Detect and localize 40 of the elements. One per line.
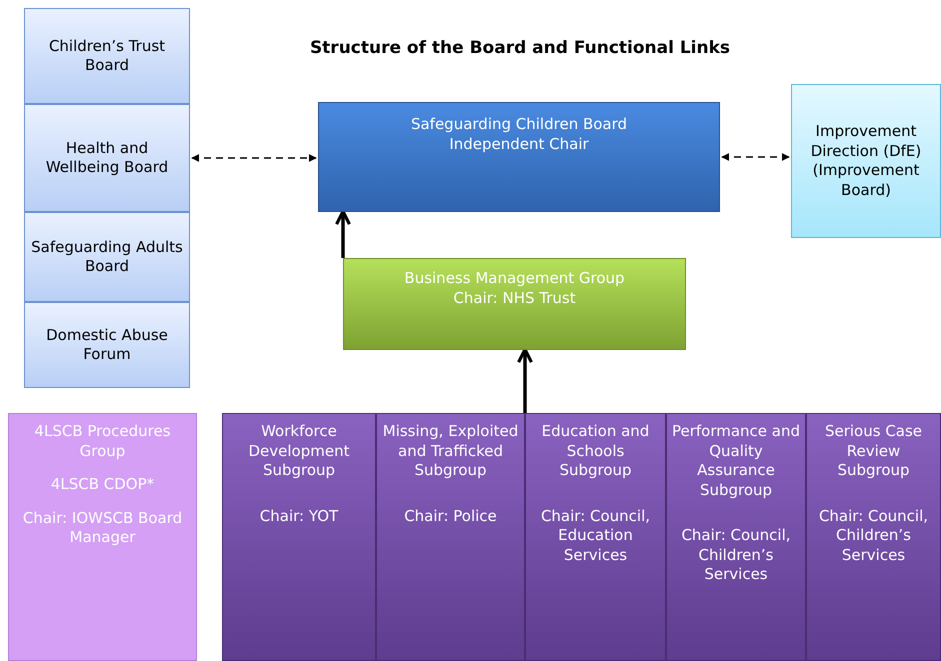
board-box (24, 8, 190, 104)
node-text: 4LSCB CDOP* (50, 475, 154, 494)
subgroup-box (666, 413, 806, 661)
node-text: Chair: Police (404, 506, 497, 526)
node-title: Workforce Development Subgroup (248, 422, 350, 480)
arrow (191, 154, 317, 162)
node-title: 4LSCB Procedures Group (33, 422, 172, 461)
arrow (335, 210, 351, 258)
node-text: Chair: YOT (260, 506, 338, 526)
board-box (318, 102, 720, 212)
node-title: Health and Wellbeing Board (44, 138, 170, 178)
node-text: Chair: NHS Trust (453, 288, 576, 308)
node-title: Safeguarding Adults Board (30, 238, 184, 276)
node-text: Chair: Council, Children’s Services (818, 506, 930, 565)
node-text: Chair: Council, Education Services (540, 506, 652, 565)
node-title: Business Management Group (404, 269, 625, 288)
node-text: Chair: IOWSCB Board Manager (22, 508, 184, 548)
subgroup-box (525, 413, 666, 661)
node-title: Domestic Abuse Forum (45, 326, 169, 364)
node-text: Independent Chair (449, 134, 589, 154)
board-box (24, 104, 190, 212)
arrow (517, 348, 533, 413)
external-body-box (791, 84, 941, 238)
node-title: Missing, Exploited and Trafficked Subgroup (382, 422, 520, 480)
board-box (24, 212, 190, 302)
diagram-title: Structure of the Board and Functional Links (308, 38, 732, 58)
arrow (721, 153, 790, 161)
node-title: Children’s Trust Board (48, 36, 166, 76)
procedures-box (8, 413, 197, 661)
node-title: Performance and Quality Assurance Subgroup (671, 422, 801, 500)
node-title: Safeguarding Children Board (410, 115, 628, 134)
node-title: Improvement Direction (DfE) (Improvement Board) (810, 122, 922, 200)
subgroup-box (376, 413, 525, 661)
subgroup-box (222, 413, 376, 661)
group-box (343, 258, 686, 350)
subgroup-box (806, 413, 941, 661)
node-text: Chair: Council, Children’s Services (680, 526, 792, 584)
board-box (24, 302, 190, 388)
node-title: Education and Schools Subgroup (540, 422, 650, 480)
node-title: Serious Case Review Subgroup (824, 422, 924, 480)
